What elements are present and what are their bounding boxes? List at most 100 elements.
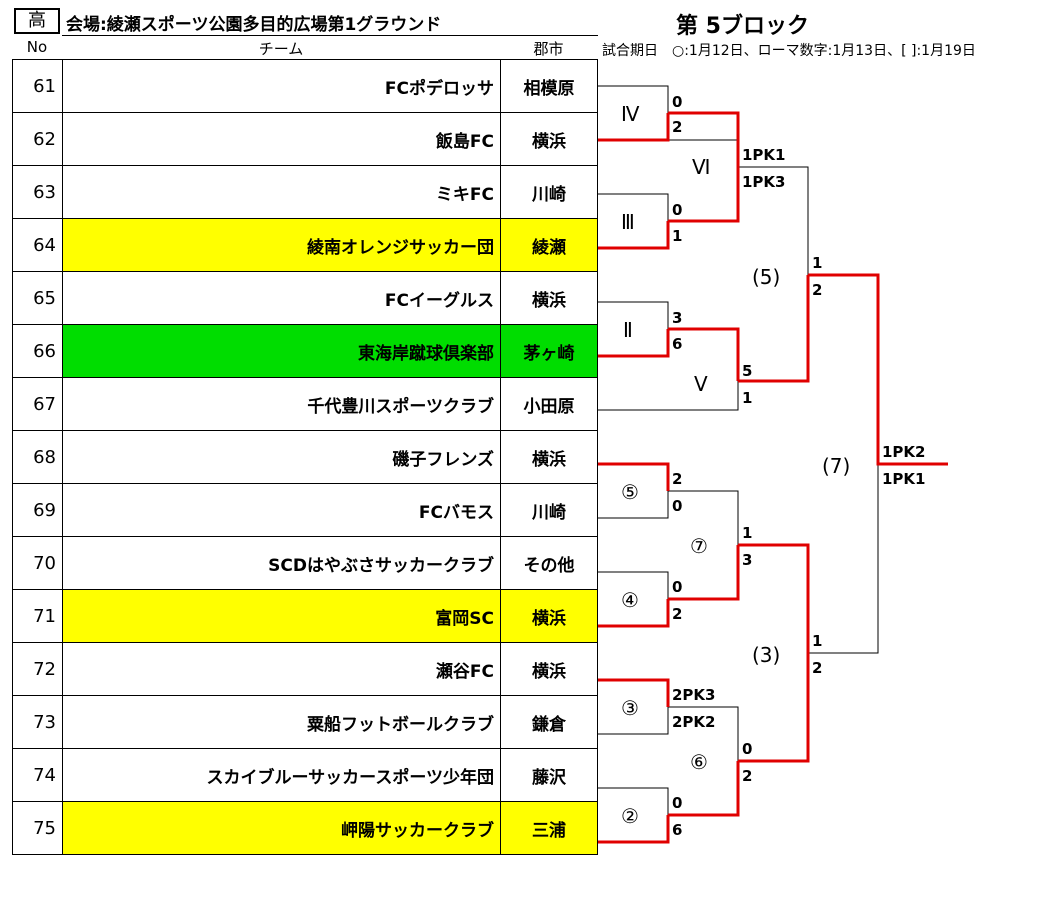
team-name: ミキFC bbox=[62, 165, 501, 219]
team-city: 鎌倉 bbox=[500, 695, 598, 749]
score-m4-a: 0 bbox=[672, 93, 683, 111]
score-sft-b: 2 bbox=[812, 281, 823, 299]
team-city: 横浜 bbox=[500, 589, 598, 643]
match-label-ii: Ⅱ bbox=[623, 318, 633, 342]
bracket-line bbox=[738, 166, 809, 275]
bracket-line bbox=[668, 490, 739, 545]
team-city: 三浦 bbox=[500, 801, 598, 855]
winner-line bbox=[668, 167, 740, 223]
team-name: 東海岸蹴球倶楽部 bbox=[62, 324, 501, 378]
match-label-v: Ⅴ bbox=[694, 372, 708, 396]
team-name: 瀬谷FC bbox=[62, 642, 501, 696]
score-m2-b: 6 bbox=[672, 335, 683, 353]
team-number: 70 bbox=[12, 536, 63, 590]
team-number: 61 bbox=[12, 59, 63, 113]
team-name: 千代豊川スポーツクラブ bbox=[62, 377, 501, 431]
winner-line bbox=[668, 327, 740, 381]
team-city: 横浜 bbox=[500, 642, 598, 696]
team-number: 72 bbox=[12, 642, 63, 696]
score-c6-a: 0 bbox=[742, 740, 753, 758]
score-m6-a: 1PK1 bbox=[742, 146, 786, 164]
match-label-c3: ③ bbox=[621, 696, 639, 720]
score-m3-a: 0 bbox=[672, 201, 683, 219]
score-c7-b: 3 bbox=[742, 551, 753, 569]
score-m3-b: 1 bbox=[672, 227, 683, 245]
team-name: 綾南オレンジサッカー団 bbox=[62, 218, 501, 272]
score-c5-a: 2 bbox=[672, 470, 683, 488]
match-label-iii: Ⅲ bbox=[621, 210, 635, 234]
team-number: 64 bbox=[12, 218, 63, 272]
col-header-team: チーム bbox=[258, 40, 304, 58]
bracket-line bbox=[598, 787, 669, 815]
winner-line bbox=[668, 111, 740, 167]
match-label-c6: ⑥ bbox=[690, 750, 708, 774]
score-c3-a: 2PK3 bbox=[672, 686, 716, 704]
winner-line bbox=[808, 273, 948, 466]
score-c4-a: 0 bbox=[672, 578, 683, 596]
bracket-line bbox=[598, 85, 669, 113]
score-c3-b: 2PK2 bbox=[672, 713, 716, 731]
winner-line bbox=[738, 275, 810, 383]
match-label-iv: Ⅳ bbox=[621, 102, 640, 126]
team-city: 川崎 bbox=[500, 483, 598, 537]
match-label-sf-bot: (3) bbox=[752, 643, 781, 667]
bracket-line bbox=[808, 464, 879, 654]
winner-line bbox=[598, 221, 670, 250]
team-number: 75 bbox=[12, 801, 63, 855]
winner-line bbox=[598, 678, 670, 707]
team-city: 藤沢 bbox=[500, 748, 598, 802]
bracket-line bbox=[668, 706, 739, 761]
score-c5-b: 0 bbox=[672, 497, 683, 515]
score-final-a: 1PK2 bbox=[882, 443, 926, 461]
winner-line bbox=[598, 329, 670, 358]
bracket-line bbox=[598, 193, 669, 221]
team-city: その他 bbox=[500, 536, 598, 590]
winner-line bbox=[598, 815, 670, 844]
team-city: 横浜 bbox=[500, 112, 598, 166]
match-label-c2: ② bbox=[621, 804, 639, 828]
score-final-b: 1PK1 bbox=[882, 470, 926, 488]
match-label-sf-top: (5) bbox=[752, 265, 781, 289]
team-number: 73 bbox=[12, 695, 63, 749]
score-m2-a: 3 bbox=[672, 309, 683, 327]
team-number: 71 bbox=[12, 589, 63, 643]
score-m6-b: 1PK3 bbox=[742, 173, 786, 191]
match-label-c5: ⑤ bbox=[621, 480, 639, 504]
team-number: 69 bbox=[12, 483, 63, 537]
score-m5-a: 5 bbox=[742, 362, 753, 380]
venue-title: 会場:綾瀬スポーツ公園多目的広場第1グラウンド bbox=[66, 15, 442, 35]
score-sfb-a: 1 bbox=[812, 632, 823, 650]
winner-line bbox=[598, 113, 670, 142]
winner-line bbox=[738, 543, 810, 653]
col-header-city: 郡市 bbox=[533, 40, 564, 58]
team-city: 横浜 bbox=[500, 271, 598, 325]
winner-line bbox=[598, 462, 670, 491]
team-city: 川崎 bbox=[500, 165, 598, 219]
date-legend: 試合期日 ○:1月12日、ローマ数字:1月13日、[ ]:1月19日 bbox=[602, 43, 976, 59]
team-number: 67 bbox=[12, 377, 63, 431]
match-label-c4: ④ bbox=[621, 588, 639, 612]
score-c2-a: 0 bbox=[672, 794, 683, 812]
col-header-no: No bbox=[26, 38, 48, 56]
team-city: 小田原 bbox=[500, 377, 598, 431]
bracket-line bbox=[598, 301, 669, 329]
team-name: 磯子フレンズ bbox=[62, 430, 501, 484]
team-name: 岬陽サッカークラブ bbox=[62, 801, 501, 855]
team-number: 66 bbox=[12, 324, 63, 378]
match-label-vi: Ⅵ bbox=[692, 155, 711, 179]
team-name: FCイーグルス bbox=[62, 271, 501, 325]
